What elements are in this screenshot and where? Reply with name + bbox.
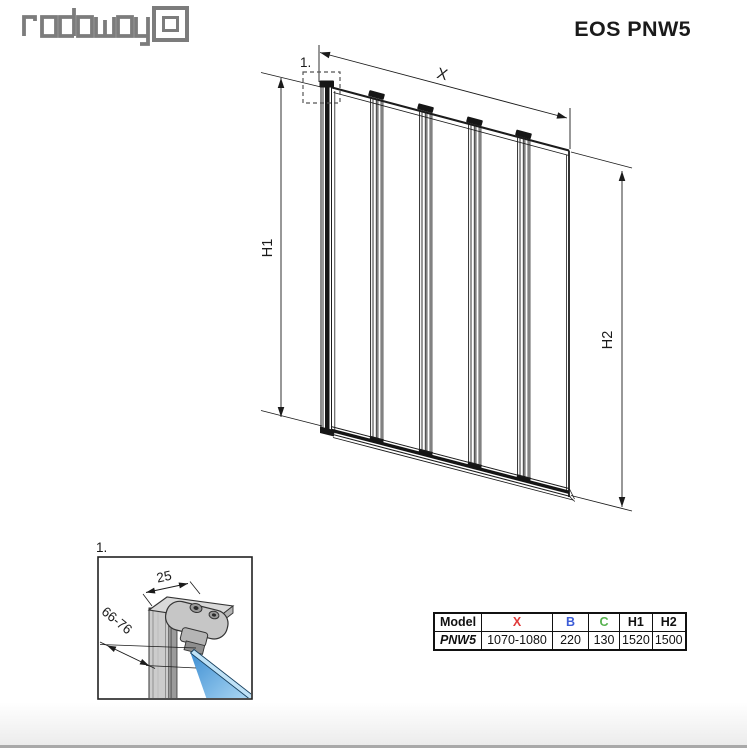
detail-view: 1. <box>96 540 253 700</box>
detail-dim-width-label: 25 <box>155 568 173 586</box>
spec-table-header-row: Model X B C H1 H2 <box>433 612 687 632</box>
bottom-rail <box>330 426 576 502</box>
cell-b: 220 <box>552 631 589 651</box>
fold-hinge <box>417 103 434 457</box>
dim-h1-label: H1 <box>260 239 276 258</box>
fold-hinge <box>466 116 483 470</box>
radaway-logo-svg <box>22 6 189 46</box>
dim-h2-label: H2 <box>600 331 616 350</box>
page-bottom-edge <box>0 702 747 748</box>
header-b: B <box>552 612 589 632</box>
header-h2: H2 <box>651 612 687 632</box>
callout-number: 1. <box>300 55 311 70</box>
radaway-wordmark <box>22 8 150 46</box>
page-title: EOS PNW5 <box>574 17 691 41</box>
detail-callout: 1. <box>300 55 341 104</box>
header-h1: H1 <box>619 612 653 632</box>
cell-h2: 1500 <box>651 631 687 651</box>
profile-section <box>147 596 235 698</box>
header-x: X <box>481 612 553 632</box>
dim-x-label: X <box>435 65 450 84</box>
fold-hinge <box>515 129 532 483</box>
dimension-h2: H2 <box>570 151 633 512</box>
screen-isometric-view <box>319 80 576 502</box>
radaway-logo <box>20 6 192 55</box>
dimension-h1: H1 <box>260 72 323 427</box>
detail-label: 1. <box>96 540 107 555</box>
spec-table-data-row: PNW5 1070-1080 220 130 1520 1500 <box>433 631 687 651</box>
header-c: C <box>588 612 620 632</box>
callout-dashed-box <box>302 71 341 104</box>
spec-table: Model X B C H1 H2 PNW5 1070-1080 220 130… <box>433 612 687 651</box>
detail-dimension-width: 25 <box>142 568 201 607</box>
cell-c: 130 <box>588 631 620 651</box>
header-model: Model <box>433 612 482 632</box>
logo-square-icon <box>152 6 189 42</box>
glass-top-line <box>333 92 570 156</box>
cell-h1: 1520 <box>619 631 653 651</box>
dimension-x: X <box>318 45 571 149</box>
glass-panel <box>189 648 251 698</box>
cell-model: PNW5 <box>433 631 482 651</box>
wall-profile <box>319 80 336 437</box>
screen-top-edge <box>331 86 570 152</box>
fold-hinge <box>368 90 385 445</box>
cell-x: 1070-1080 <box>481 631 553 651</box>
